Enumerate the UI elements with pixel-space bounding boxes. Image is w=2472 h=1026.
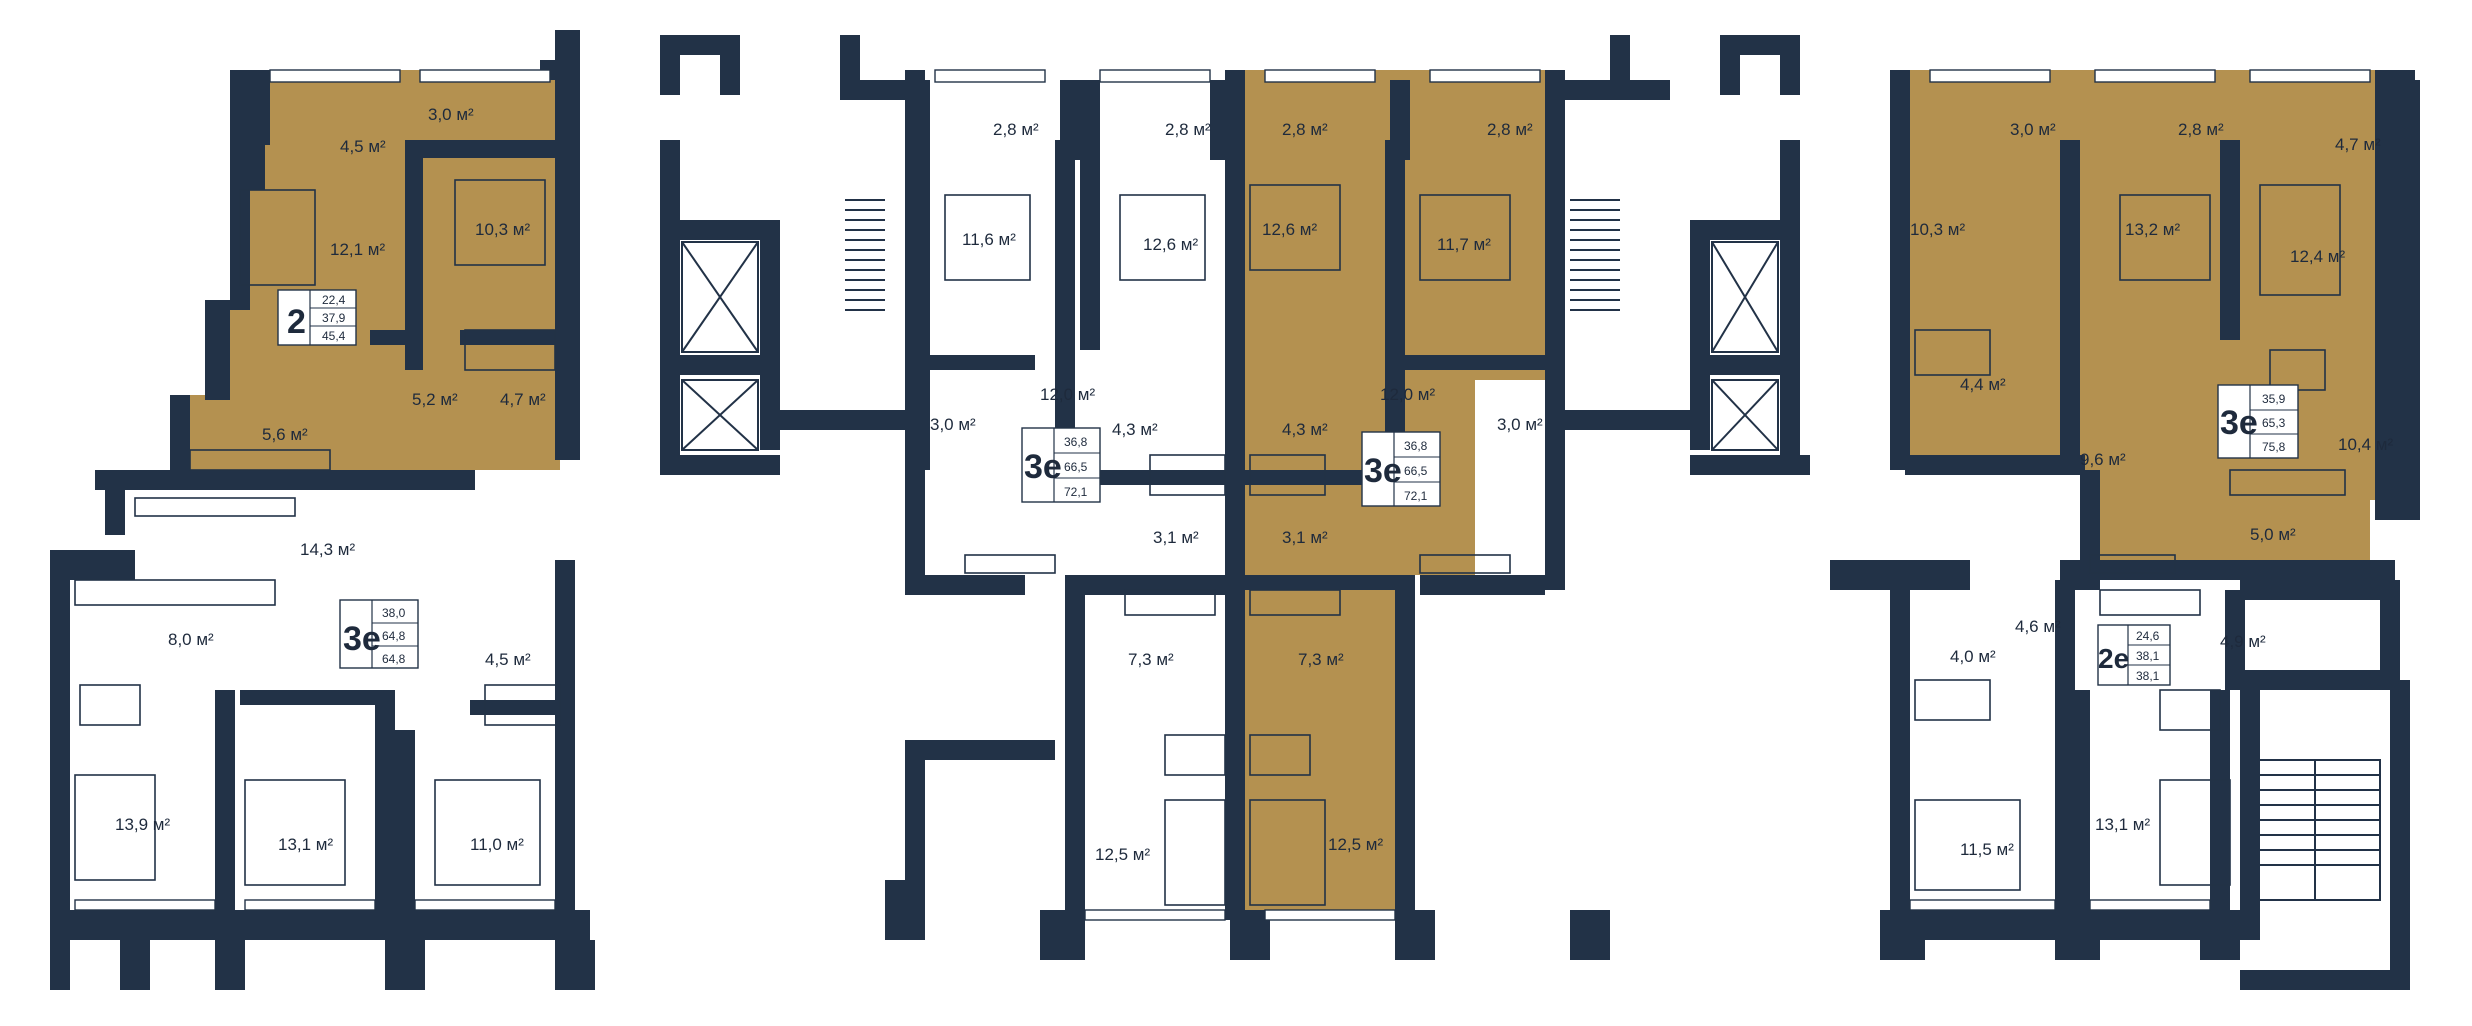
apartment-badge: 3е 36,8 66,5 72,1: [1361, 431, 1441, 507]
room-area-label: 4,3 м²: [1282, 420, 1328, 439]
room-area-label: 3,0 м²: [2010, 120, 2056, 139]
walls: [50, 30, 2420, 990]
apartment-area: 65,3: [2262, 416, 2286, 430]
room-area-label: 4,7 м²: [500, 390, 546, 409]
room-area-label: 3,1 м²: [1282, 528, 1328, 547]
room-area-label: 12,6 м²: [1143, 235, 1198, 254]
apartment-type: 3е: [2220, 404, 2258, 442]
apartment-area: 66,5: [1064, 460, 1088, 474]
room-area-label: 9,6 м²: [2080, 450, 2126, 469]
room-area-label: 10,4 м²: [2338, 435, 2393, 454]
stairs: [845, 199, 2381, 901]
apartment-badge: 3е 35,9 65,3 75,8: [2217, 384, 2299, 459]
room-area-label: 12,0 м²: [1380, 385, 1435, 404]
room-area-label: 2,8 м²: [993, 120, 1039, 139]
room-area-label: 7,3 м²: [1128, 650, 1174, 669]
apartment-area: 72,1: [1064, 485, 1088, 499]
room-area-label: 3,0 м²: [1497, 415, 1543, 434]
room-area-label: 2,8 м²: [1282, 120, 1328, 139]
room-area-label: 11,7 м²: [1437, 235, 1491, 254]
apartment-area: 64,8: [382, 629, 406, 643]
apartment-area: 64,8: [382, 652, 406, 666]
apartment-area: 37,9: [322, 311, 346, 325]
room-area-label: 12,5 м²: [1328, 835, 1383, 854]
room-area-label: 13,2 м²: [2125, 220, 2180, 239]
apartment-area: 66,5: [1404, 464, 1428, 478]
room-area-label: 10,3 м²: [1910, 220, 1965, 239]
furniture: [74, 179, 2346, 906]
room-area-label: 14,3 м²: [300, 540, 355, 559]
room-area-label: 4,3 м²: [1112, 420, 1158, 439]
apartment-area: 38,1: [2136, 649, 2160, 663]
room-area-label: 5,0 м²: [2250, 525, 2296, 544]
elevators: [681, 241, 1779, 451]
room-area-label: 4,7 м²: [2335, 135, 2381, 154]
room-labels: 4,5 м² 3,0 м² 12,1 м² 10,3 м² 5,2 м² 4,7…: [115, 105, 2393, 864]
room-area-label: 11,6 м²: [962, 230, 1016, 249]
apartment-badge: 2е 24,6 38,1 38,1: [2097, 624, 2171, 686]
apartment-area: 35,9: [2262, 392, 2286, 406]
room-area-label: 5,6 м²: [262, 425, 308, 444]
room-area-label: 4,0 м²: [1950, 647, 1996, 666]
room-area-label: 13,1 м²: [2095, 815, 2150, 834]
room-area-label: 4,6 м²: [2015, 617, 2061, 636]
room-area-label: 4,5 м²: [485, 650, 531, 669]
apartment-type: 2е: [2098, 643, 2129, 674]
apartment-badge: 3е 38,0 64,8 64,8: [339, 599, 419, 669]
apartment-type: 2: [287, 303, 306, 341]
room-area-label: 13,9 м²: [115, 815, 170, 834]
balconies: [74, 69, 2371, 921]
apartment-badges: 2 22,4 37,9 45,4 3е 38,0 64,8 64,8 3е 36…: [277, 289, 2299, 686]
room-area-label: 12,0 м²: [1040, 385, 1095, 404]
room-area-label: 8,0 м²: [168, 630, 214, 649]
apartment-type: 3е: [1024, 448, 1062, 486]
room-area-label: 2,8 м²: [1165, 120, 1211, 139]
room-area-label: 12,5 м²: [1095, 845, 1150, 864]
room-area-label: 2,8 м²: [2178, 120, 2224, 139]
room-area-label: 13,1 м²: [278, 835, 333, 854]
room-area-label: 11,5 м²: [1960, 840, 2014, 859]
apartment-area: 72,1: [1404, 489, 1428, 503]
room-area-label: 10,3 м²: [475, 220, 530, 239]
room-area-label: 3,0 м²: [428, 105, 474, 124]
room-area-label: 3,1 м²: [1153, 528, 1199, 547]
apartment-area: 24,6: [2136, 629, 2160, 643]
apartment-badge: 3е 36,8 66,5 72,1: [1021, 427, 1101, 503]
room-area-label: 4,4 м²: [1960, 375, 2006, 394]
highlighted-apartment-3e-right[interactable]: [1905, 70, 2380, 580]
room-area-label: 11,0 м²: [470, 835, 524, 854]
room-area-label: 12,6 м²: [1262, 220, 1317, 239]
apartment-area: 22,4: [322, 293, 346, 307]
room-area-label: 7,3 м²: [1298, 650, 1344, 669]
room-area-label: 5,2 м²: [412, 390, 458, 409]
room-area-label: 3,0 м²: [930, 415, 976, 434]
apartment-badge: 2 22,4 37,9 45,4: [277, 289, 357, 346]
apartment-area: 38,0: [382, 606, 406, 620]
apartment-area: 75,8: [2262, 440, 2286, 454]
room-area-label: 2,8 м²: [1487, 120, 1533, 139]
room-area-label: 12,1 м²: [330, 240, 385, 259]
apartment-type: 3е: [343, 620, 381, 658]
room-area-label: 12,4 м²: [2290, 247, 2345, 266]
apartment-area: 38,1: [2136, 669, 2160, 683]
apartment-area: 45,4: [322, 329, 346, 343]
apartment-area: 36,8: [1404, 439, 1428, 453]
apartment-area: 36,8: [1064, 435, 1088, 449]
room-area-label: 4,5 м²: [340, 137, 386, 156]
apartment-type: 3е: [1364, 452, 1402, 490]
room-area-label: 4,9 м²: [2220, 632, 2266, 651]
